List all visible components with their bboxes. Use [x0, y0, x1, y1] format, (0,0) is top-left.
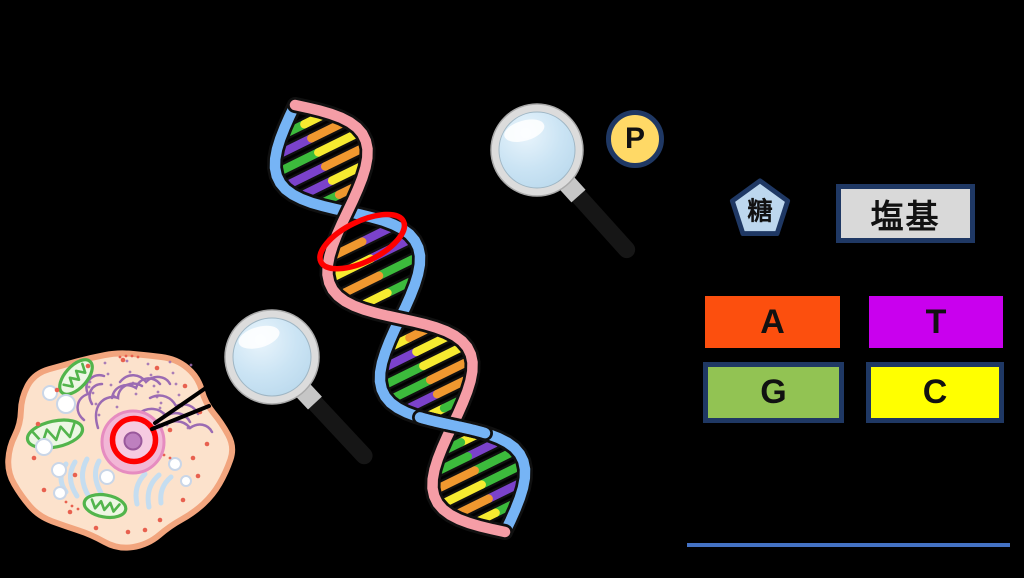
pentagon-icon [729, 178, 791, 237]
dna-highlight-ellipse [317, 211, 408, 272]
cytoplasm-dots [31, 354, 210, 535]
vesicle [168, 457, 182, 471]
mitochondrion [58, 358, 94, 396]
vesicle [35, 438, 53, 456]
vesicle [180, 475, 192, 487]
lens-highlight [238, 325, 280, 349]
nucleus-highlight-ring [109, 415, 159, 465]
nucleolus [123, 431, 143, 451]
base-box-a: A [705, 296, 840, 348]
vesicle [53, 486, 67, 500]
vesicle [99, 469, 115, 485]
sugar-pentagon: 糖 [729, 178, 791, 237]
vesicle [51, 462, 67, 478]
pink-strand [289, 99, 511, 538]
base-box-g: G [703, 362, 844, 423]
phosphate-badge: P [606, 110, 664, 168]
base-label-box: 塩基 [836, 184, 975, 243]
magnifier-handle [298, 385, 373, 465]
magnifying-glass-cell [224, 309, 373, 465]
callout-lines [150, 381, 215, 431]
lens-highlight [504, 119, 545, 142]
base-box-c: C [866, 362, 1004, 423]
vesicle [56, 394, 76, 414]
base-box-t: T [869, 296, 1003, 348]
cell-illustration [5, 350, 236, 551]
vesicle [42, 385, 58, 401]
mitochondrion [82, 492, 128, 520]
blue-strand-crossover [414, 412, 491, 439]
golgi-er [76, 358, 214, 434]
magnifier-handle [561, 178, 636, 259]
dna-double-helix [266, 97, 534, 540]
sugar-label: 糖 [747, 197, 772, 226]
divider-line [687, 543, 1010, 547]
magnifying-glass-dna [490, 103, 636, 259]
